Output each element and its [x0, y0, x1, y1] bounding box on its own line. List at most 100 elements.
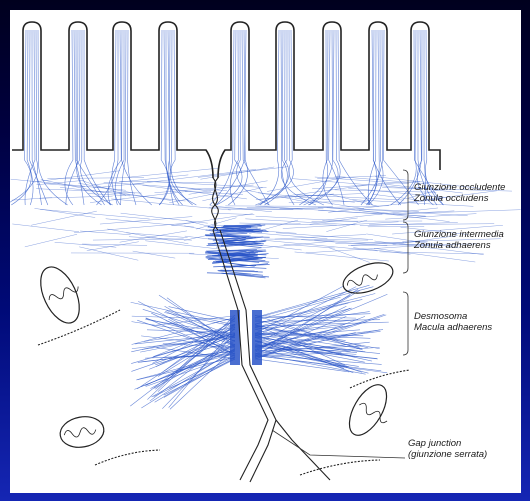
- filament: [130, 301, 236, 326]
- filament: [134, 333, 236, 345]
- filament: [254, 285, 344, 334]
- filament: [245, 218, 356, 226]
- label-tight-junction: Giunzione occludente Zonula occludens: [414, 182, 505, 204]
- filament: [111, 29, 121, 206]
- filament: [217, 257, 252, 263]
- filament: [372, 193, 417, 201]
- filament: [153, 344, 236, 389]
- filament: [145, 317, 236, 357]
- tight-junction-strand: [212, 177, 219, 231]
- filament: [105, 218, 194, 228]
- filament: [184, 225, 237, 237]
- filament: [137, 323, 236, 390]
- filament: [254, 331, 381, 348]
- filament: [166, 310, 236, 338]
- filament: [140, 349, 236, 387]
- filament: [212, 256, 250, 263]
- filament: [383, 29, 419, 206]
- filament: [329, 193, 379, 207]
- filament: [254, 327, 346, 341]
- filament: [259, 184, 368, 200]
- filament: [267, 177, 346, 192]
- filament: [254, 313, 371, 319]
- filament: [402, 238, 501, 242]
- filament: [142, 335, 236, 350]
- filament: [254, 316, 347, 355]
- filament: [36, 188, 142, 194]
- filament: [317, 175, 386, 179]
- filament: [254, 319, 358, 330]
- cytoskeleton-filaments: [10, 29, 521, 410]
- filament: [322, 29, 333, 206]
- er-fragment: [349, 369, 411, 389]
- filament: [288, 201, 367, 203]
- filament: [416, 29, 434, 206]
- filament: [188, 180, 268, 195]
- filament: [348, 187, 448, 198]
- filament: [170, 29, 193, 206]
- filament: [171, 213, 253, 226]
- filament: [348, 243, 478, 247]
- filament: [274, 234, 367, 240]
- microvilli-membrane: [12, 21, 441, 179]
- filament: [257, 192, 355, 203]
- filament: [282, 221, 399, 229]
- filament: [146, 329, 236, 334]
- desmosome-plaque-left: [230, 310, 240, 365]
- filament: [169, 347, 236, 410]
- filament: [155, 326, 236, 367]
- filament: [328, 198, 443, 213]
- filament: [254, 284, 370, 318]
- filament: [82, 243, 148, 246]
- filament: [96, 29, 119, 206]
- filament: [397, 29, 422, 206]
- filament: [79, 246, 139, 261]
- filament: [222, 242, 263, 246]
- filament: [375, 176, 480, 189]
- filament: [206, 272, 251, 275]
- filament: [372, 29, 401, 206]
- filament: [149, 335, 236, 402]
- filament: [163, 358, 236, 396]
- filament: [223, 235, 250, 240]
- filament: [254, 325, 344, 336]
- filament: [222, 223, 261, 228]
- filament: [236, 29, 270, 206]
- bracket-intermediate-junction: [402, 221, 409, 274]
- mitochondrion: [348, 384, 388, 436]
- filament: [222, 230, 264, 235]
- filament: [326, 219, 368, 232]
- filament: [303, 29, 341, 206]
- filament: [301, 239, 388, 246]
- filament: [292, 178, 421, 190]
- label-desmosome: Desmosoma Macula adhaerens: [414, 311, 492, 333]
- filament: [392, 235, 458, 245]
- filament: [220, 240, 266, 247]
- filament: [213, 213, 255, 215]
- filament: [254, 313, 385, 358]
- filament: [162, 343, 236, 348]
- filament: [78, 182, 136, 194]
- filament: [377, 183, 463, 194]
- filament: [26, 29, 34, 206]
- filament: [353, 247, 411, 255]
- filament: [128, 236, 192, 241]
- filament: [373, 247, 476, 263]
- filament: [379, 251, 484, 255]
- filament: [151, 312, 236, 355]
- filament: [254, 315, 357, 319]
- filament: [118, 192, 172, 201]
- label-desmosome-line2: Macula adhaerens: [414, 322, 493, 333]
- filament: [369, 223, 495, 226]
- filament: [254, 302, 349, 328]
- filament: [392, 209, 521, 215]
- filament: [367, 226, 425, 228]
- filament: [254, 329, 384, 347]
- bracket-desmosome: [402, 291, 409, 356]
- filament: [145, 354, 236, 387]
- filament: [120, 29, 127, 206]
- filament: [281, 29, 317, 206]
- filament: [218, 224, 266, 231]
- filament: [133, 169, 256, 185]
- filament: [39, 195, 113, 199]
